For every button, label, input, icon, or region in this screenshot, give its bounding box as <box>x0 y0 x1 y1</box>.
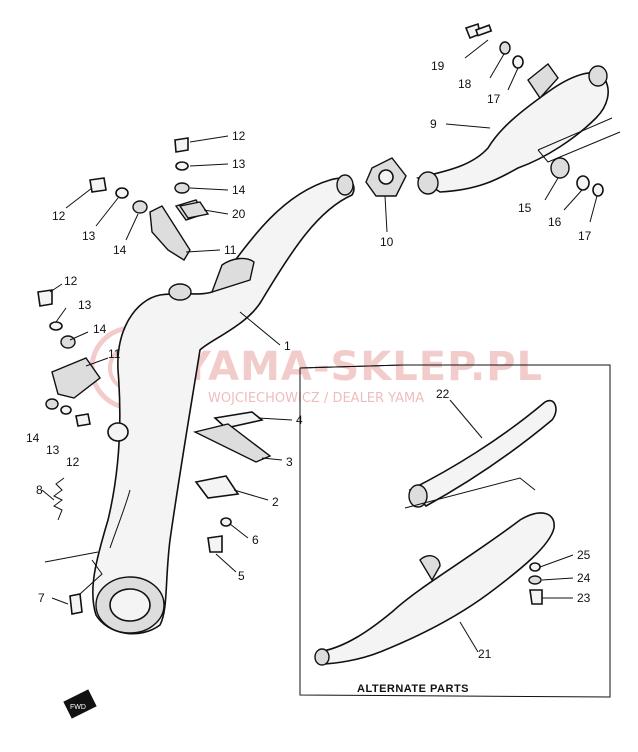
watermark-brand: YAMA-SKLEP.PL <box>181 344 543 390</box>
silencer-bracket <box>527 62 559 100</box>
callout-17-right: 17 <box>578 229 592 243</box>
exhaust-gasket <box>365 157 407 197</box>
callout-11-top: 11 <box>224 243 237 257</box>
fwd-arrow-icon: FWD <box>63 689 97 719</box>
leader-lines <box>41 39 598 653</box>
callout-12-left-top: 12 <box>52 209 66 223</box>
callout-labels: 19 18 17 9 15 16 17 10 12 13 14 20 11 12… <box>26 59 592 661</box>
callout-5: 5 <box>238 569 245 583</box>
callout-9: 9 <box>430 117 437 131</box>
callout-13-left: 13 <box>78 298 92 312</box>
chamber-mount-boss <box>168 283 192 301</box>
expansion-chamber <box>91 174 355 635</box>
watermark-subline: WOJCIECHOWICZ / DEALER YAMA <box>208 391 424 406</box>
callout-8: 8 <box>36 483 43 497</box>
silencer-main <box>416 62 621 195</box>
alternate-parts-box: ALTERNATE PARTS <box>299 364 611 698</box>
hardware-parts <box>37 22 604 615</box>
callout-13-left-top: 13 <box>82 229 96 243</box>
callout-10: 10 <box>380 235 394 249</box>
callout-3: 3 <box>286 455 293 469</box>
callout-19: 19 <box>431 59 445 73</box>
callout-4: 4 <box>296 413 303 427</box>
callout-16: 16 <box>548 215 562 229</box>
callout-13-top: 13 <box>232 157 246 171</box>
chamber-port <box>107 422 129 442</box>
callout-14-left-top: 14 <box>113 243 127 257</box>
watermark: YAMA-SKLEP.PL WOJCIECHOWICZ / DEALER YAM… <box>89 325 543 411</box>
callout-7: 7 <box>38 591 45 605</box>
callout-20: 20 <box>232 207 246 221</box>
callout-12-top: 12 <box>232 129 246 143</box>
callout-6: 6 <box>252 533 259 547</box>
callout-12-left: 12 <box>64 274 78 288</box>
alternate-parts-title: ALTERNATE PARTS <box>357 683 469 695</box>
callout-13-low: 13 <box>46 443 60 457</box>
callout-12-low: 12 <box>66 455 80 469</box>
callout-2: 2 <box>272 495 279 509</box>
callout-23: 23 <box>577 591 591 605</box>
callout-11-left: 11 <box>108 347 121 361</box>
callout-18: 18 <box>458 77 472 91</box>
callout-24: 24 <box>577 571 591 585</box>
fwd-label: FWD <box>70 704 86 711</box>
callout-14-low: 14 <box>26 431 40 445</box>
callout-1: 1 <box>284 339 291 353</box>
callout-14-left: 14 <box>93 322 107 336</box>
callout-17-top: 17 <box>487 92 501 106</box>
callout-22: 22 <box>436 387 450 401</box>
callout-14-top: 14 <box>232 183 246 197</box>
callout-25: 25 <box>577 548 591 562</box>
callout-21: 21 <box>478 647 492 661</box>
callout-15: 15 <box>518 201 532 215</box>
